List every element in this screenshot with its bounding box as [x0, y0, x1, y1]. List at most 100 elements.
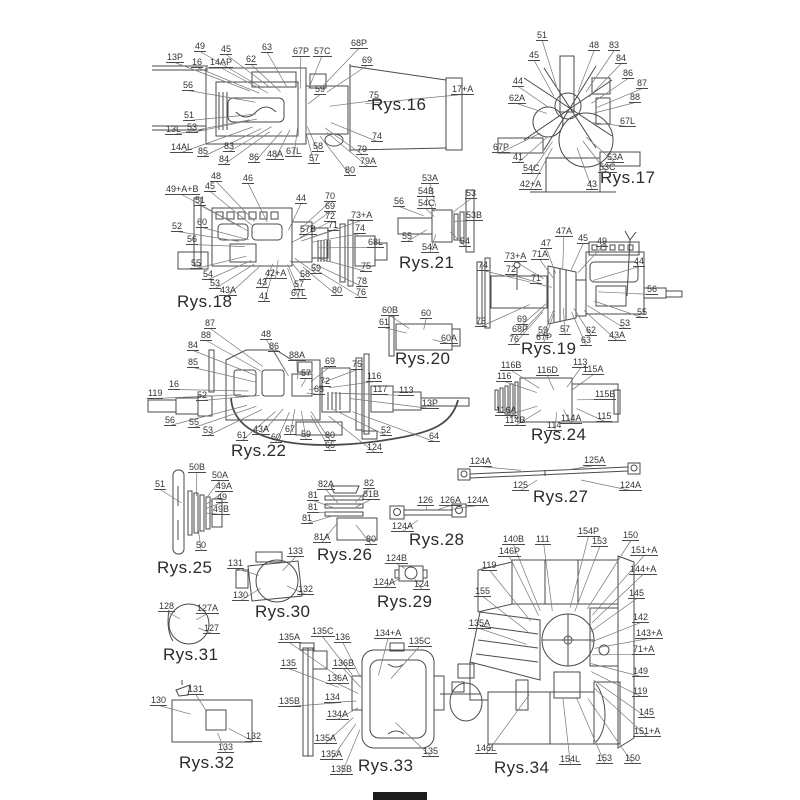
rys16-leader [266, 52, 288, 88]
rys22-leader [155, 394, 242, 399]
rys19-label-75: 75 [475, 316, 488, 327]
rys20-label-60b: 60B [381, 305, 400, 316]
rys29-drawing [394, 565, 428, 582]
rys34-leader [569, 536, 589, 608]
rys33-label-135b: 135B [330, 764, 354, 775]
rys34-leader [589, 598, 638, 633]
rys33-leader [288, 668, 339, 688]
rys33-leader [343, 668, 361, 688]
rys30-leader [282, 556, 297, 571]
rys16-label-17+a: 17+A [451, 84, 475, 95]
rys34-leader [543, 544, 553, 611]
rys18-label-59: 59 [310, 263, 323, 274]
rys16-label-14al: 14AL [170, 142, 194, 153]
rys28-leader [447, 505, 478, 511]
rys31-label-127: 127 [203, 623, 221, 634]
rys18-leader [294, 257, 317, 274]
rys19-label-76: 76 [508, 334, 521, 345]
rys19-label-67p: 67P [535, 332, 554, 343]
rys22-leader [321, 369, 358, 384]
rys30-leader [235, 568, 259, 576]
rys16-label-67p: 67P [292, 46, 311, 57]
rys26-leader [313, 500, 333, 508]
rys33-leader [337, 683, 359, 694]
rys16-leader [306, 126, 319, 152]
rys22-leader [202, 395, 260, 401]
rys25-label-50: 50 [195, 540, 208, 551]
rys34-label-119: 119 [481, 560, 498, 571]
rys26-label-81: 81 [301, 513, 314, 524]
footer-bar [373, 792, 427, 800]
rys18-label-68l: 68L [367, 237, 385, 248]
rys22-leader [328, 381, 375, 389]
rys29-label-124: 124 [413, 579, 431, 590]
rys19-label-71: 71 [530, 273, 543, 284]
rys18-label-53: 53 [209, 278, 222, 289]
rys22-leader [333, 409, 387, 436]
rys18-label-73+a: 73+A [350, 210, 374, 221]
rys25-label-51: 51 [154, 479, 167, 490]
rys31-title: Rys.31 [163, 645, 219, 664]
rys24-leader [511, 370, 540, 389]
rys17-label-44: 44 [512, 76, 525, 87]
rys18-label-75: 75 [360, 261, 373, 272]
rys17-label-48: 48 [588, 40, 601, 51]
rys19-leader [513, 311, 544, 345]
rys28-drawing [389, 503, 467, 520]
rys25-leader [197, 527, 202, 551]
rys16-leader [329, 100, 375, 107]
rys34-label-140b: 140B [502, 534, 526, 545]
rys17-leader [530, 141, 553, 174]
rys16-leader [250, 64, 281, 93]
rys24-leader [515, 409, 542, 426]
rys18-label-74: 74 [354, 223, 367, 234]
rys16-label-57: 57 [308, 153, 321, 164]
rys32-label-133: 133 [217, 742, 235, 753]
rys18-leader [312, 267, 362, 298]
rys22-label-68: 68 [313, 384, 326, 395]
rys25-label-50a: 50A [211, 470, 230, 481]
rys20-leader [432, 339, 449, 344]
rys34-leader [482, 596, 529, 632]
rys22-label-119: 119 [147, 388, 164, 399]
rys22-label-84: 84 [187, 340, 200, 351]
rys26-label-81a: 81A [313, 532, 332, 543]
rys16-label-86: 86 [248, 152, 261, 163]
rys18-label-57: 57 [293, 279, 306, 290]
rys17-label-45: 45 [528, 50, 541, 61]
rys16-leader [229, 126, 272, 152]
rys26-drawing [324, 485, 378, 541]
rys33-label-135: 135 [422, 746, 440, 757]
rys34-label-146p: 146P [498, 546, 522, 557]
rys21-leader [429, 183, 437, 207]
rys24-leader [506, 405, 538, 416]
rys34-leader [587, 698, 634, 764]
rys17-label-84: 84 [615, 53, 628, 64]
rys19-leader [539, 259, 554, 279]
rys16-label-83: 83 [223, 141, 236, 152]
rys16-label-16: 16 [191, 57, 204, 68]
rys34-label-154l: 154L [559, 754, 582, 765]
rys19-leader [543, 310, 556, 343]
rys20-title: Rys.20 [395, 349, 451, 368]
rys34-label-145: 145 [628, 588, 646, 599]
rys18-label-46: 46 [242, 173, 255, 184]
rys21-label-56: 56 [393, 196, 406, 207]
rys34-leader [489, 570, 531, 622]
rys33-label-135c: 135C [408, 636, 432, 647]
rys16-label-59: 59 [314, 84, 327, 95]
rys17-label-67p: 67P [492, 142, 511, 153]
rys22-label-16: 16 [168, 379, 181, 390]
rys17-label-87: 87 [636, 78, 649, 89]
rys27-drawing [457, 462, 641, 481]
rys20-leader [384, 327, 407, 334]
rys21-leader [407, 229, 428, 242]
rys29-leader [396, 563, 406, 569]
rys22-label-52: 52 [380, 425, 393, 436]
rys22-label-80: 80 [324, 430, 337, 441]
rys32-label-132: 132 [245, 731, 263, 742]
rys24-title: Rys.24 [531, 425, 587, 444]
rys22-label-117: 117 [372, 384, 389, 395]
rys34-drawing [440, 555, 635, 749]
